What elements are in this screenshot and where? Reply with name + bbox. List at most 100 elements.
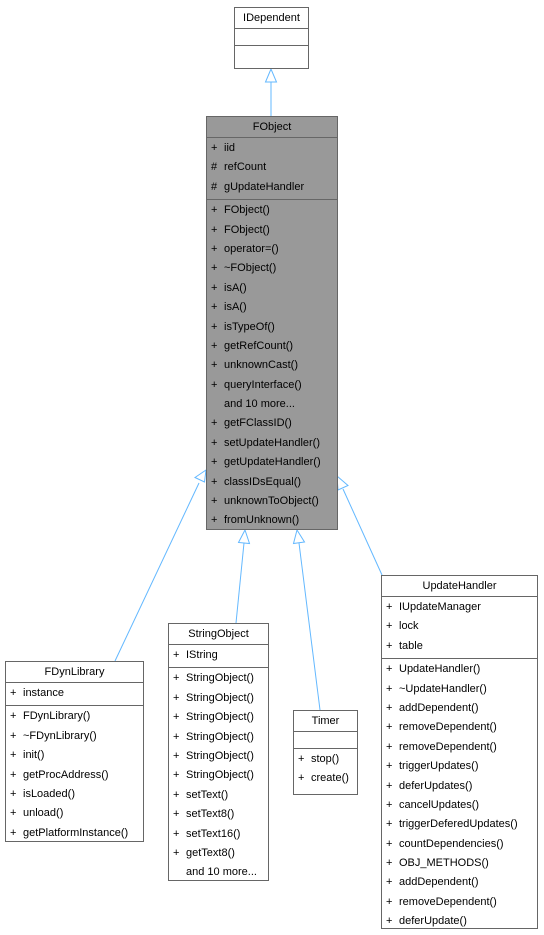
method-row[interactable]: +stop()	[294, 750, 357, 769]
class-timer[interactable]: Timer +stop()+create()	[293, 710, 358, 795]
methods-section: +UpdateHandler()+~UpdateHandler()+addDep…	[382, 659, 537, 933]
class-fobject[interactable]: FObject +iid#refCount#gUpdateHandler +FO…	[206, 116, 338, 530]
method-row[interactable]: +operator=()	[207, 240, 337, 259]
class-updatehandler[interactable]: UpdateHandler +IUpdateManager+lock+table…	[381, 575, 538, 929]
method-row[interactable]: +StringObject()	[169, 689, 268, 708]
method-row[interactable]: +setUpdateHandler()	[207, 434, 337, 453]
method-row[interactable]: +getFClassID()	[207, 414, 337, 433]
attribute-row[interactable]: #gUpdateHandler	[207, 178, 337, 197]
method-row[interactable]: +unload()	[6, 804, 143, 823]
visibility-marker: +	[211, 223, 218, 236]
method-row[interactable]: +init()	[6, 746, 143, 765]
method-row[interactable]: +UpdateHandler()	[382, 660, 537, 679]
method-row[interactable]: +StringObject()	[169, 708, 268, 727]
member-name: getRefCount()	[224, 339, 294, 352]
method-row[interactable]: +setText16()	[169, 825, 268, 844]
method-row[interactable]: +StringObject()	[169, 766, 268, 785]
method-row[interactable]: +unknownToObject()	[207, 492, 337, 511]
method-row[interactable]: +isLoaded()	[6, 785, 143, 804]
class-fdynlibrary[interactable]: FDynLibrary +instance +FDynLibrary()+~FD…	[5, 661, 144, 842]
method-row[interactable]: +cancelUpdates()	[382, 796, 537, 815]
class-title: StringObject	[169, 624, 268, 645]
visibility-marker: +	[386, 857, 393, 870]
method-row[interactable]: +addDependent()	[382, 699, 537, 718]
method-row[interactable]: +unknownCast()	[207, 356, 337, 375]
member-name: ~FObject()	[224, 262, 277, 275]
more-members-link[interactable]: and 10 more...	[207, 395, 337, 414]
member-name: isA()	[224, 301, 247, 314]
visibility-marker: +	[386, 663, 393, 676]
member-name: refCount	[224, 161, 267, 174]
method-row[interactable]: +countDependencies()	[382, 835, 537, 854]
method-row[interactable]: +FDynLibrary()	[6, 707, 143, 726]
attribute-row[interactable]: +instance	[6, 684, 143, 703]
attribute-row[interactable]: +lock	[382, 617, 537, 636]
visibility-marker: +	[211, 262, 218, 275]
method-row[interactable]: +isA()	[207, 298, 337, 317]
method-row[interactable]: +setText8()	[169, 805, 268, 824]
method-row[interactable]: +StringObject()	[169, 747, 268, 766]
method-row[interactable]: +getPlatformInstance()	[6, 824, 143, 843]
method-row[interactable]: +getUpdateHandler()	[207, 453, 337, 472]
method-row[interactable]: +isA()	[207, 279, 337, 298]
member-name: ~FDynLibrary()	[23, 729, 97, 742]
method-row[interactable]: +classIDsEqual()	[207, 473, 337, 492]
method-row[interactable]: +removeDependent()	[382, 718, 537, 737]
visibility-marker: +	[386, 639, 393, 652]
visibility-marker: +	[173, 749, 180, 762]
more-members-link[interactable]: and 10 more...	[169, 863, 268, 882]
method-row[interactable]: + ~FObject()	[207, 259, 337, 278]
visibility-marker: +	[211, 339, 218, 352]
method-row[interactable]: +StringObject()	[169, 669, 268, 688]
method-row[interactable]: +isTypeOf()	[207, 318, 337, 337]
method-row[interactable]: +FObject()	[207, 221, 337, 240]
visibility-marker: +	[173, 672, 180, 685]
method-row[interactable]: +getText8()	[169, 844, 268, 863]
attribute-row[interactable]: +table	[382, 637, 537, 656]
visibility-marker: +	[386, 760, 393, 773]
method-row[interactable]: +setText()	[169, 786, 268, 805]
method-row[interactable]: +FObject()	[207, 201, 337, 220]
method-row[interactable]: +StringObject()	[169, 728, 268, 747]
member-name: addDependent()	[399, 876, 479, 889]
member-name: operator=()	[224, 242, 279, 255]
attribute-row[interactable]: #refCount	[207, 158, 337, 177]
method-row[interactable]: +removeDependent()	[382, 738, 537, 757]
method-row[interactable]: +getProcAddress()	[6, 766, 143, 785]
edge-timer-fobject	[292, 528, 321, 711]
visibility-marker: +	[173, 649, 180, 661]
method-row[interactable]: +~UpdateHandler()	[382, 680, 537, 699]
member-name: setUpdateHandler()	[224, 436, 320, 449]
method-row[interactable]: +queryInterface()	[207, 376, 337, 395]
attribute-row[interactable]: +IUpdateManager	[382, 598, 537, 617]
methods-section	[235, 46, 308, 62]
method-row[interactable]: +deferUpdates()	[382, 777, 537, 796]
visibility-marker: +	[298, 772, 305, 785]
method-row[interactable]: +removeDependent()	[382, 893, 537, 912]
class-idependent[interactable]: IDependent	[234, 7, 309, 69]
method-row[interactable]: +deferUpdate()	[382, 912, 537, 931]
method-row[interactable]: +addDependent()	[382, 873, 537, 892]
attribute-row[interactable]: +IString	[169, 646, 268, 665]
method-row[interactable]: +create()	[294, 769, 357, 788]
method-row[interactable]: + getRefCount()	[207, 337, 337, 356]
visibility-marker: +	[10, 768, 17, 781]
method-row[interactable]: +triggerDeferedUpdates()	[382, 815, 537, 834]
method-row[interactable]: +triggerUpdates()	[382, 757, 537, 776]
visibility-marker: +	[173, 711, 180, 724]
visibility-marker: +	[211, 142, 218, 154]
method-row[interactable]: +~FDynLibrary()	[6, 727, 143, 746]
member-name: IUpdateManager	[399, 601, 481, 613]
member-name: deferUpdates()	[399, 779, 473, 792]
class-title: UpdateHandler	[382, 576, 537, 597]
member-name: and 10 more...	[224, 398, 295, 411]
attributes-section	[235, 29, 308, 46]
method-row[interactable]: +OBJ_METHODS()	[382, 854, 537, 873]
class-stringobject[interactable]: StringObject +IString +StringObject()+St…	[168, 623, 269, 881]
attribute-row[interactable]: +iid	[207, 139, 337, 158]
method-row[interactable]: +fromUnknown()	[207, 511, 337, 530]
edge-fobject-idependent	[264, 67, 278, 116]
member-name: lock	[399, 620, 419, 633]
edge-updatehandler-fobject	[336, 474, 383, 576]
